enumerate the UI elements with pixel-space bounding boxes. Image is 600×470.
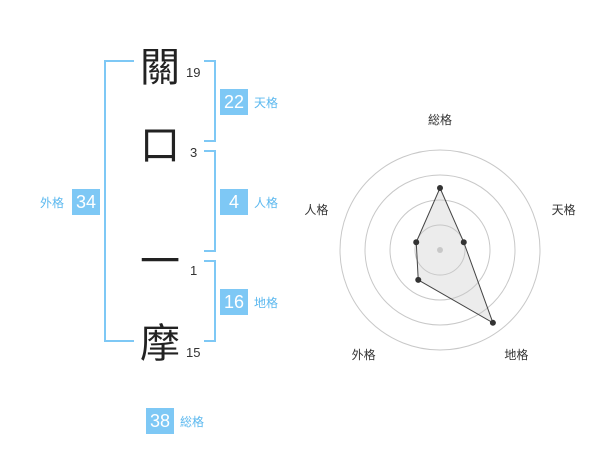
radar-ring-3 <box>364 174 516 326</box>
name-char-1: 關 <box>140 45 180 91</box>
radar-point-4 <box>415 276 422 283</box>
tenkaku-value: 22 <box>220 89 248 115</box>
chikaku-value: 16 <box>220 289 248 315</box>
jinkaku-label: 人格 <box>254 196 279 210</box>
gaikaku-value: 34 <box>72 189 100 215</box>
radar-point-5 <box>413 239 420 246</box>
soukaku-label: 総格 <box>180 415 205 429</box>
soukaku-value: 38 <box>146 408 174 434</box>
name-char-2: 口 <box>140 123 180 169</box>
radar-axis-label-4: 外格 <box>352 347 376 362</box>
tenkaku-label: 天格 <box>254 96 279 110</box>
stroke-count-3: 1 <box>190 263 198 278</box>
stroke-count-4: 15 <box>186 345 201 360</box>
stroke-count-1: 19 <box>186 65 201 80</box>
chikaku-bracket <box>204 260 216 342</box>
radar-ring-1 <box>414 224 466 276</box>
radar-point-3 <box>489 319 496 326</box>
radar-polygon <box>415 186 494 324</box>
radar-point-1 <box>437 185 443 191</box>
stroke-count-2: 3 <box>190 145 198 160</box>
radar-axis-label-5: 人格 <box>304 202 328 217</box>
jinkaku-value: 4 <box>220 189 248 215</box>
radar-point-2 <box>460 239 467 246</box>
chikaku-label: 地格 <box>254 296 279 310</box>
radar-center <box>437 247 443 253</box>
radar-axis-label-2: 天格 <box>552 202 576 217</box>
radar-ring-2 <box>389 199 491 301</box>
name-char-3: 一 <box>140 239 180 285</box>
tenkaku-bracket <box>204 60 216 142</box>
radar-axis-label-1: 総格 <box>428 112 452 127</box>
radar-axis-label-3: 地格 <box>504 347 528 362</box>
name-char-4: 摩 <box>140 321 180 367</box>
outer-bracket <box>104 60 134 342</box>
gaikaku-label: 外格 <box>40 196 65 210</box>
jinkaku-bracket <box>204 150 216 252</box>
radar-ring-4 <box>339 149 541 351</box>
